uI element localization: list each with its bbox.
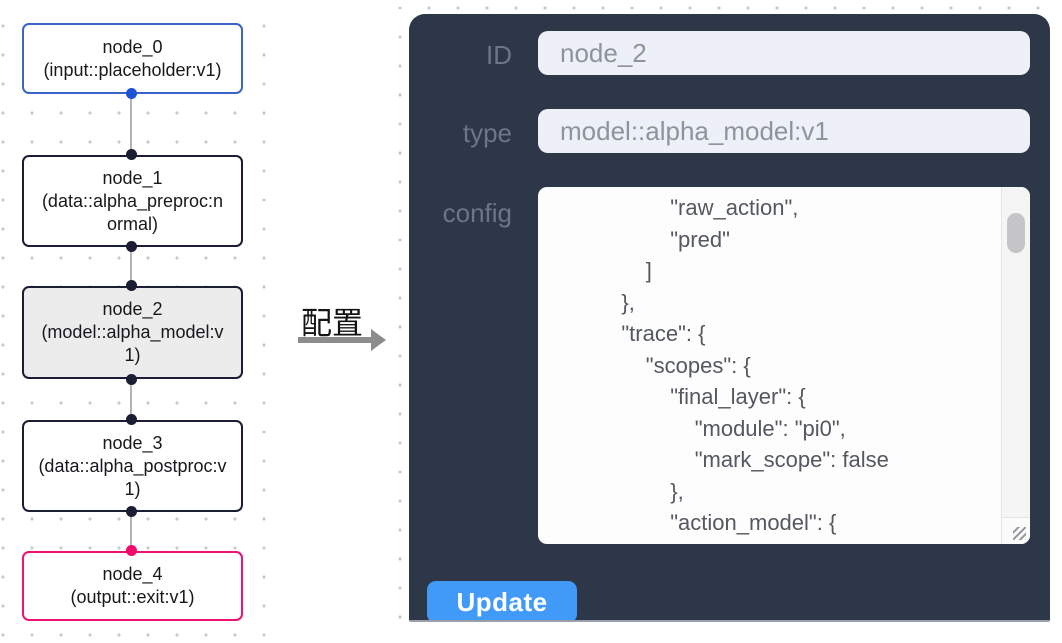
- node-subtitle: (data::alpha_postproc:v1): [38, 455, 227, 499]
- node-subtitle: (input::placeholder:v1): [43, 59, 222, 80]
- edge-node1-node2[interactable]: [130, 247, 132, 287]
- update-button[interactable]: Update: [427, 581, 577, 620]
- id-input[interactable]: [538, 31, 1030, 75]
- target-handle-node_3[interactable]: [126, 414, 137, 425]
- node-title: node_0: [102, 36, 163, 57]
- source-handle-node_0[interactable]: [126, 88, 137, 99]
- node-title: node_2: [102, 299, 163, 319]
- edge-node0-node1[interactable]: [130, 94, 132, 155]
- config-json-text[interactable]: "raw_action", "pred" ] }, "trace": { "sc…: [621, 195, 889, 535]
- target-handle-node_1[interactable]: [126, 149, 137, 160]
- flow-node-node_4[interactable]: node_4 (output::exit:v1): [22, 551, 243, 621]
- type-field-label: type: [462, 118, 512, 148]
- flow-node-node_1[interactable]: node_1 (data::alpha_preproc:normal): [22, 155, 243, 247]
- type-input[interactable]: [538, 109, 1030, 153]
- flow-node-node_3[interactable]: node_3 (data::alpha_postproc:v1): [22, 420, 243, 512]
- config-textarea[interactable]: "raw_action", "pred" ] }, "trace": { "sc…: [538, 187, 1030, 544]
- source-handle-node_1[interactable]: [126, 241, 137, 252]
- target-handle-node_4[interactable]: [126, 545, 137, 556]
- edge-node2-node3[interactable]: [130, 380, 132, 420]
- node-subtitle: (model::alpha_model:v1): [41, 322, 224, 365]
- config-scrollbar-track[interactable]: [1001, 187, 1030, 544]
- source-handle-node_3[interactable]: [126, 506, 137, 517]
- panel-canvas: ID type config "raw_action", "pred" ] },…: [393, 0, 1062, 643]
- edge-node3-node4[interactable]: [130, 512, 132, 552]
- node-config-panel: ID type config "raw_action", "pred" ] },…: [409, 14, 1050, 622]
- right-arrow-icon: [298, 337, 371, 343]
- target-handle-node_2[interactable]: [126, 280, 137, 291]
- node-subtitle: (data::alpha_preproc:normal): [41, 190, 224, 234]
- node-title: node_3: [102, 432, 163, 453]
- config-scroll-corner: [1001, 517, 1030, 544]
- flow-node-node_0[interactable]: node_0 (input::placeholder:v1): [22, 23, 243, 94]
- flow-canvas[interactable]: node_0 (input::placeholder:v1) node_1 (d…: [0, 0, 278, 643]
- config-scrollbar-thumb[interactable]: [1007, 213, 1025, 253]
- resize-handle-icon[interactable]: [1013, 527, 1026, 540]
- config-field-label: config: [442, 198, 512, 228]
- flow-node-node_2-selected[interactable]: node_2 (model::alpha_model:v1): [22, 286, 243, 379]
- id-field-label: ID: [486, 40, 512, 70]
- node-subtitle: (output::exit:v1): [70, 587, 195, 607]
- source-handle-node_2[interactable]: [126, 374, 137, 385]
- node-title: node_1: [102, 167, 163, 188]
- config-annotation-label: 配置: [301, 306, 363, 341]
- right-arrow-head-icon: [371, 329, 386, 351]
- node-title: node_4: [102, 564, 163, 584]
